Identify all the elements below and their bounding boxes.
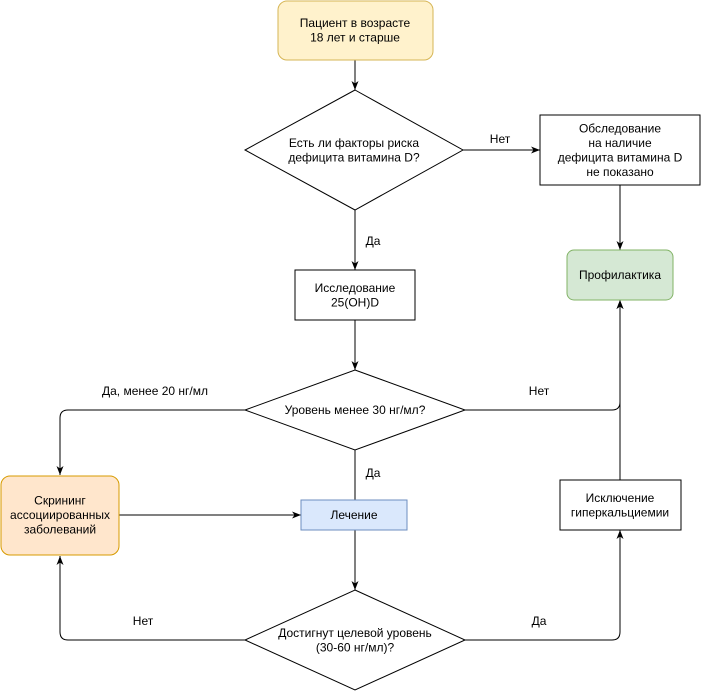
edge-label-target-yes: Да [532, 614, 547, 628]
node-prevention-label: Профилактика [579, 268, 661, 282]
edges [56, 60, 624, 641]
node-start-shape [277, 0, 434, 61]
node-prevention-shape [566, 249, 674, 301]
edge-label-risk-no: Нет [490, 132, 511, 146]
node-treatment-shape [300, 499, 408, 531]
node-test-shape [294, 269, 416, 321]
node-level-question-shape [243, 369, 467, 451]
node-level-question: Уровень менее 30 нг/мл? [243, 369, 467, 451]
edge-label-level-no: Нет [529, 384, 550, 398]
edge-label-risk-yes: Да [366, 234, 381, 248]
edge-level-less20 [56, 409, 245, 475]
node-target-question: Достигнут целевой уровень(30-60 нг/мл)? [243, 589, 467, 691]
edge-label-level-yes: Да [366, 466, 381, 480]
node-target-question-label: Достигнут целевой уровень(30-60 нг/мл)? [278, 626, 432, 655]
edge-label-target-no: Нет [133, 614, 154, 628]
node-no-exam-shape [539, 114, 701, 186]
edge-target-yes [465, 530, 624, 641]
edge-label-level-less20: Да, менее 20 нг/мл [102, 384, 208, 398]
node-hypercalcemia-shape [559, 479, 682, 531]
node-target-question-shape [243, 589, 467, 691]
node-prevention: Профилактика [566, 249, 674, 301]
node-level-question-label: Уровень менее 30 нг/мл? [285, 403, 426, 417]
node-treatment: Лечение [300, 499, 408, 531]
node-screening-shape [0, 475, 120, 556]
node-treatment-label: Лечение [330, 508, 377, 522]
node-risk-question-shape [243, 89, 465, 211]
edge-labels: Нет Да Да, менее 20 нг/мл Нет Да Нет Да [102, 132, 550, 628]
edge-target-no [56, 556, 245, 641]
